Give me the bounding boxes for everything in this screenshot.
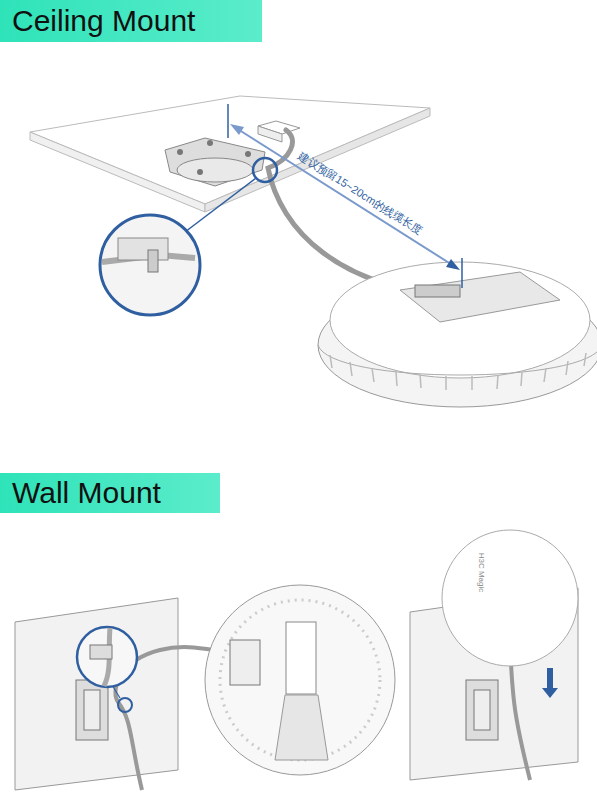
header-text: Ceiling Mount [0, 4, 207, 38]
header-text: Wall Mount [0, 476, 173, 510]
logo-text: H3C Magic [477, 552, 486, 592]
section-header: Ceiling Mount [0, 0, 262, 42]
section-header: Wall Mount [0, 473, 220, 513]
cable-length-note: 建议预留15~20cm的线缆长度 [295, 148, 425, 238]
